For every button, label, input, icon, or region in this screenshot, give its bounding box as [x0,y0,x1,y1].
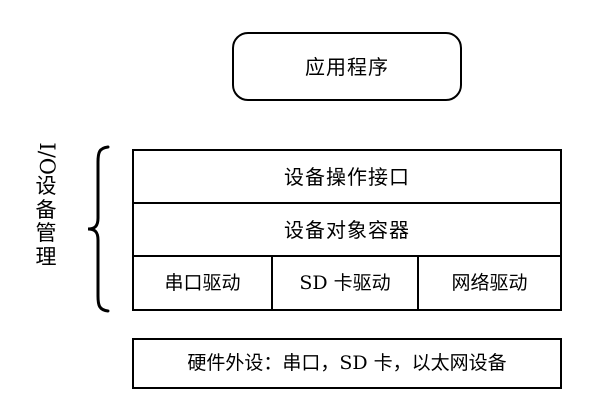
hardware-peripherals-label: 硬件外设：串口，SD 卡，以太网设备 [187,352,507,374]
driver-cell-serial: 串口驱动 [134,257,273,309]
application-box: 应用程序 [232,32,462,101]
network-driver-label: 网络驱动 [451,271,528,294]
driver-cell-sd-card: SD 卡驱动 [273,257,419,309]
io-side-label-char-2: 备 [35,197,57,222]
io-side-label-char-3: 管 [35,221,57,246]
device-object-container-row: 设备对象容器 [134,204,560,257]
curly-brace-icon [84,144,114,314]
driver-cell-network: 网络驱动 [419,257,560,309]
drivers-row: 串口驱动 SD 卡驱动 网络驱动 [134,257,560,309]
hardware-peripherals-box: 硬件外设：串口，SD 卡，以太网设备 [132,338,562,389]
io-management-stack: 设备操作接口 设备对象容器 串口驱动 SD 卡驱动 网络驱动 [132,149,562,311]
device-operation-interface-label: 设备操作接口 [284,164,410,189]
io-side-label-char-1: 设 [35,174,57,199]
io-side-label-cjk-text: 设 备 管 理 [36,175,57,269]
io-side-label-io-text: I/O [34,142,59,175]
serial-driver-label: 串口驱动 [164,271,241,294]
application-box-label: 应用程序 [305,54,389,79]
io-side-label-char-4: 理 [35,244,57,269]
device-operation-interface-row: 设备操作接口 [134,151,560,204]
device-object-container-label: 设备对象容器 [284,217,410,242]
sd-card-driver-label: SD 卡驱动 [299,271,391,294]
io-management-side-label: I/O 设 备 管 理 [28,138,64,310]
drivers-columns: 串口驱动 SD 卡驱动 网络驱动 [134,257,560,309]
